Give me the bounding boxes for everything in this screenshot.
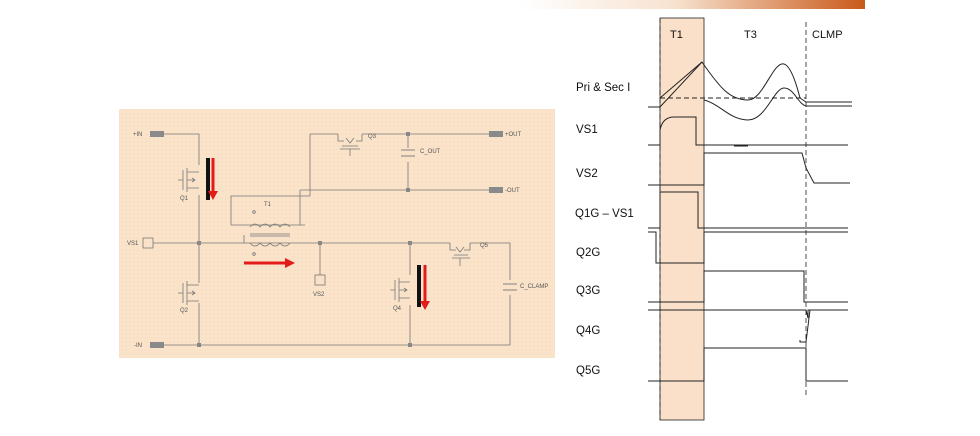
label-plus-in: +IN	[133, 132, 143, 138]
label-q1: Q1	[180, 196, 189, 202]
mosfet-q4-symbol	[390, 278, 410, 302]
label-vs1: VS1	[127, 241, 139, 247]
label-plus-out: +OUT	[505, 132, 522, 138]
label-vs2: VS2	[313, 292, 325, 298]
waveform-pri-sec-current	[648, 61, 852, 108]
waveform-vs1	[648, 116, 848, 146]
signal-label-vs2: VS2	[576, 168, 598, 180]
plus-in-pin	[150, 131, 164, 137]
mosfet-q1-symbol	[178, 168, 199, 192]
waveform-q4g-pulse	[799, 309, 811, 343]
primary-current-arrow	[244, 258, 295, 268]
header-gradient-strip	[520, 0, 865, 9]
minus-out-pin	[489, 187, 503, 193]
mosfet-q3-symbol	[337, 134, 363, 156]
label-minus-out: -OUT	[505, 188, 520, 194]
label-c-out: C_OUT	[420, 149, 441, 155]
plus-out-pin	[489, 131, 503, 137]
schematic-background	[119, 109, 555, 358]
label-minus-in: -IN	[134, 343, 142, 349]
junction-dots	[197, 132, 412, 347]
signal-label-vs1: VS1	[576, 124, 598, 136]
transformer-t1-symbol	[249, 210, 291, 256]
waveform-pri-sec-current-ramp	[659, 61, 703, 99]
waveform-vs2	[648, 152, 850, 186]
label-q2: Q2	[180, 308, 189, 314]
signal-label-q4g: Q4G	[576, 325, 600, 337]
signal-label-q2g: Q2G	[576, 247, 600, 259]
timing-diagram: T1 T3 CLMP Pri & Sec I V	[575, 17, 852, 421]
signal-label-q3g: Q3G	[576, 285, 600, 297]
vs1-probe-box	[142, 237, 154, 249]
schematic-wires	[153, 133, 511, 346]
q1-current-arrow	[208, 158, 218, 200]
vs2-probe-box	[314, 274, 326, 286]
q1-gate-bar	[206, 158, 210, 200]
label-t1: T1	[264, 202, 272, 208]
waveform-q4g	[648, 309, 848, 319]
signal-label-q5g: Q5G	[576, 365, 600, 377]
label-q5: Q5	[480, 243, 489, 249]
q4-gate-bar	[417, 265, 421, 307]
capacitor-c-out-symbol	[401, 149, 415, 157]
waveform-q2g	[648, 231, 848, 264]
waveform-q1g-vs1	[648, 191, 848, 229]
signal-label-q1g-vs1: Q1G – VS1	[575, 208, 634, 220]
mosfet-q2-symbol	[178, 281, 199, 305]
phase-label-t1: T1	[670, 29, 683, 41]
waveform-pri-sec-current-secondary	[703, 87, 852, 121]
capacitor-c-clamp-symbol	[503, 283, 517, 291]
phase-label-clmp: CLMP	[812, 29, 843, 41]
q4-current-arrow	[420, 265, 430, 310]
label-c-clamp: C_CLAMP	[520, 284, 548, 290]
waveform-q5g	[648, 347, 848, 382]
schematic-panel: +IN -IN +OUT -OUT Q1 Q2 Q3 Q4 Q5 T1 C_OU…	[119, 109, 555, 358]
label-q3: Q3	[368, 134, 377, 140]
signal-label-pri-sec-i: Pri & Sec I	[576, 82, 630, 94]
t1-interval-band	[659, 17, 705, 421]
phase-label-t3: T3	[744, 29, 757, 41]
mosfet-q5-symbol	[449, 243, 471, 266]
minus-in-pin	[150, 342, 164, 348]
waveform-q3g	[648, 270, 848, 303]
label-q4: Q4	[393, 306, 402, 312]
